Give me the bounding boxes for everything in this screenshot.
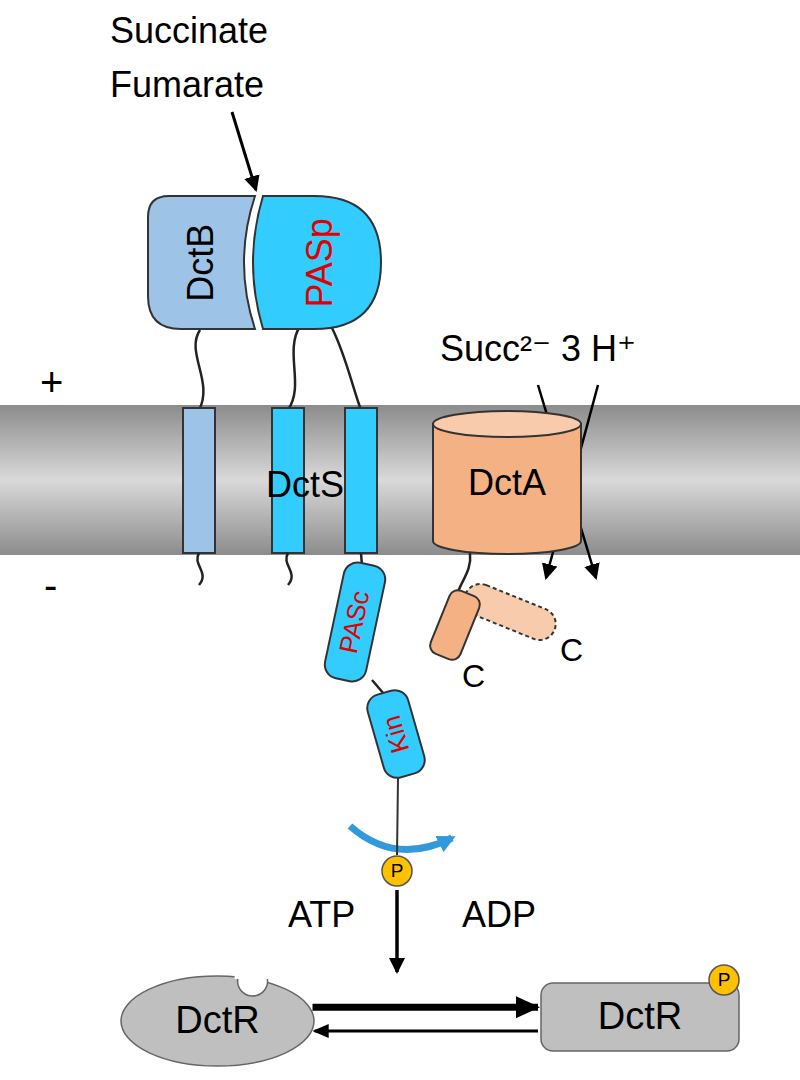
- drawn-shape: [427, 587, 482, 662]
- drawn-shape: [541, 983, 739, 1051]
- charge-sign: -: [44, 555, 57, 615]
- drawn-shape: [433, 411, 581, 437]
- drawn-shape: [121, 976, 314, 1066]
- membrane: [0, 405, 800, 555]
- drawn-shape: [148, 196, 255, 329]
- terminus-label: C: [462, 652, 485, 700]
- drawn-shape: [253, 196, 381, 329]
- phosphate-circle: P: [381, 855, 413, 887]
- dcta-c-terminal: [427, 587, 482, 662]
- dcta-linker: [458, 553, 470, 592]
- nucleotide-label: ADP: [462, 888, 536, 942]
- node-label: DctB: [181, 223, 221, 301]
- equilibrium-arrow: [313, 1004, 538, 1011]
- terminus-label: C: [560, 626, 583, 674]
- equilibrium-arrow: [315, 1030, 538, 1033]
- dcts-linker: [332, 328, 361, 410]
- drawn-shape: [433, 424, 581, 554]
- node-label: DctA: [468, 463, 546, 503]
- node-label: PASp: [300, 218, 340, 307]
- ion-label: Succ²⁻ 3 H⁺: [440, 322, 636, 376]
- atp-adp-arrow: [350, 826, 452, 850]
- kinase-domain: Kin: [363, 686, 430, 783]
- dctb-domain: DctB: [147, 195, 255, 330]
- node-label: DctR: [175, 1000, 259, 1042]
- node-label: DctR: [598, 996, 682, 1038]
- dctr-active: DctRP: [540, 982, 740, 1052]
- node-label: P: [391, 861, 404, 882]
- drawn-shape: [322, 560, 388, 684]
- dcts-helix: [345, 408, 377, 553]
- dcta-transporter: DctA: [432, 410, 582, 555]
- dctb-helix: [183, 408, 215, 553]
- dctr-inactive: DctR: [120, 975, 315, 1067]
- drawn-shape: [709, 965, 739, 995]
- pasp-domain: PASp: [257, 195, 382, 330]
- dctb-tail: [197, 553, 202, 585]
- drawn-shape: [364, 687, 428, 781]
- dcts-tail: [286, 553, 291, 585]
- drawn-shape: [235, 961, 271, 979]
- dctb-linker: [196, 330, 204, 410]
- nucleotide-label: ATP: [288, 888, 355, 942]
- pasc-domain: PASc: [321, 559, 389, 686]
- protein-label: DctS: [266, 458, 344, 512]
- kinase-linker: [372, 680, 384, 694]
- charge-sign: +: [40, 352, 63, 412]
- binding-arrow: [232, 112, 256, 190]
- phospho-arrow: [395, 890, 399, 972]
- dcts-linker: [288, 326, 300, 410]
- drawn-shape: [382, 856, 412, 886]
- phosphate-circle: P: [708, 964, 740, 996]
- substrate-label: Succinate Fumarate: [110, 4, 290, 112]
- node-label: P: [718, 970, 731, 991]
- kinase-p-stem: [397, 778, 398, 855]
